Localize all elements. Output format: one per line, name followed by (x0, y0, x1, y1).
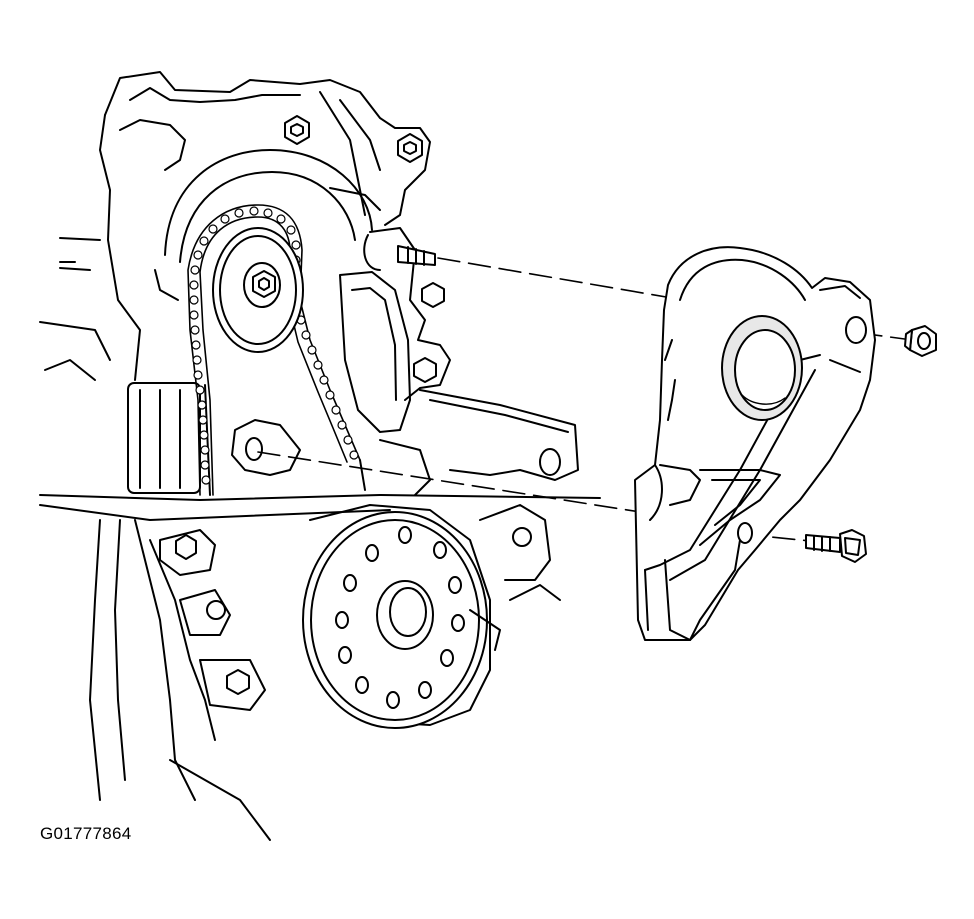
camshaft-sprocket (212, 227, 304, 353)
mounting-stud (397, 245, 436, 266)
cover-bolt (805, 529, 867, 563)
timing-cover (634, 246, 876, 641)
engine-block (39, 71, 601, 841)
cover-nut (904, 325, 937, 357)
chain-tensioner (339, 227, 451, 433)
block-bolts (175, 115, 561, 695)
water-pump-pulley (302, 504, 501, 729)
figure-id-label: G01777864 (40, 824, 132, 843)
